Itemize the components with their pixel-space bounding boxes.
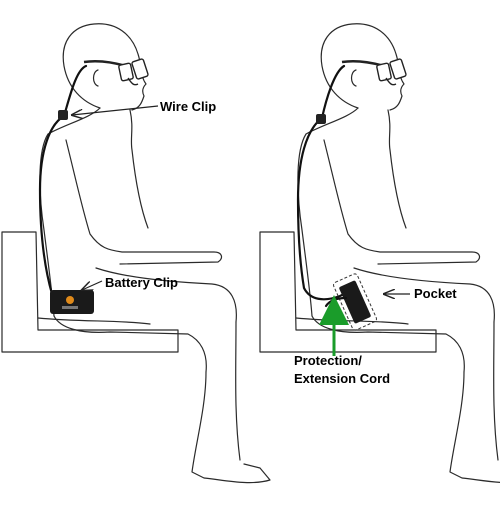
cord-label-line2: Extension Cord bbox=[294, 371, 391, 386]
right-cable bbox=[296, 64, 354, 301]
left-cable bbox=[38, 64, 88, 296]
wire-clip-arrow bbox=[72, 105, 159, 115]
battery-clip-arrow bbox=[82, 280, 103, 290]
left-wire-clip-icon bbox=[58, 110, 68, 120]
cord-label-line1: Protection/ bbox=[294, 353, 362, 368]
left-figure bbox=[0, 22, 272, 484]
pocket-device-icon bbox=[339, 280, 371, 324]
right-wire-clip-icon bbox=[316, 114, 326, 124]
wire-clip-label: Wire Clip bbox=[160, 99, 217, 114]
right-figure bbox=[258, 22, 500, 484]
battery-light-icon bbox=[66, 296, 74, 304]
pocket-label: Pocket bbox=[414, 286, 457, 301]
left-battery-icon bbox=[50, 290, 94, 314]
battery-clip-label: Battery Clip bbox=[105, 275, 178, 290]
